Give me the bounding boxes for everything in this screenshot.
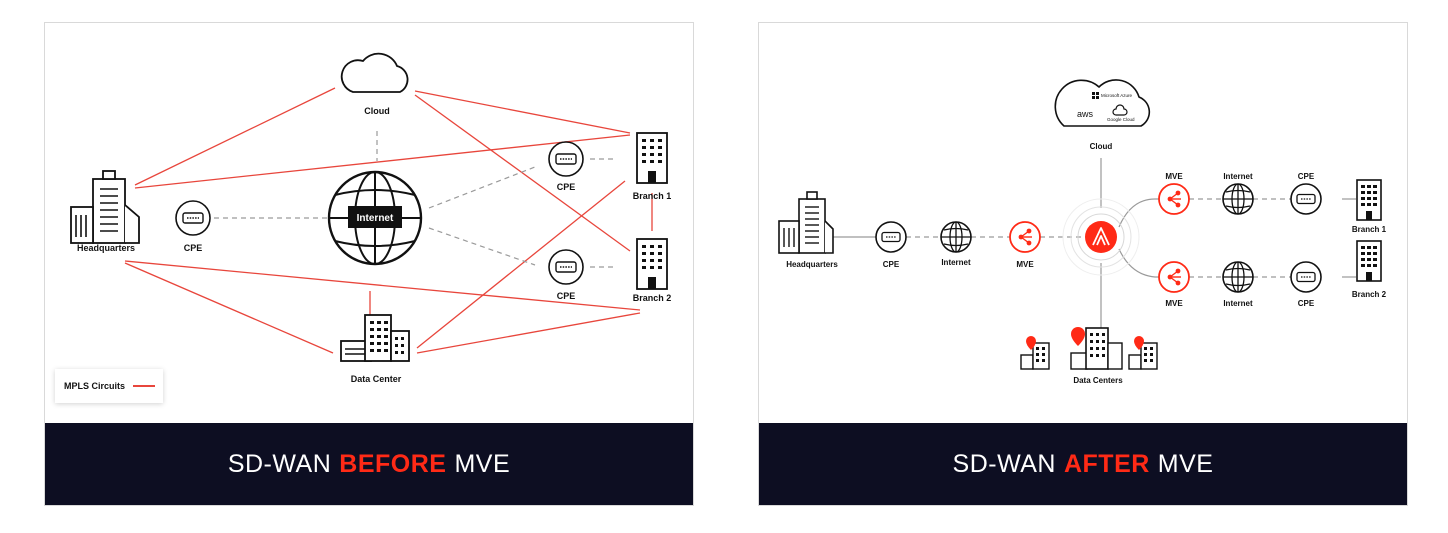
banner-suffix: MVE (1157, 449, 1214, 478)
internet-dashed-links (205, 131, 617, 268)
headquarters-icon (70, 170, 140, 244)
after-mve-top-icon (1158, 183, 1190, 215)
cpe-branch1-icon (548, 141, 584, 177)
cpe-hq-icon (175, 200, 211, 236)
after-cpe-bottom-label: CPE (1298, 299, 1315, 308)
legend-label: MPLS Circuits (64, 381, 126, 391)
after-branch1-label: Branch 1 (1352, 225, 1387, 234)
banner-prefix: SD-WAN (952, 449, 1056, 478)
cpe-branch2-icon (548, 249, 584, 285)
mpls-circuit-lines (124, 87, 653, 354)
after-mve-bottom-icon (1158, 261, 1190, 293)
cpe-hq-label: CPE (184, 243, 203, 253)
cloud-providers-icon (1054, 79, 1151, 127)
megaport-hub-icon (1062, 198, 1140, 276)
after-cpe-top-icon (1290, 183, 1322, 215)
internet-globe-icon (327, 170, 423, 266)
mpls-legend: MPLS Circuits (55, 369, 163, 403)
after-cpe-bottom-icon (1290, 261, 1322, 293)
cloud-label: Cloud (364, 106, 390, 116)
after-internet-top-label: Internet (1223, 172, 1253, 181)
after-cpe-hq-label: CPE (883, 260, 900, 269)
data-center-icon (340, 314, 410, 362)
after-internet-hq-label: Internet (941, 258, 971, 267)
after-branch1-icon (1356, 179, 1382, 221)
after-internet-bottom-icon (1222, 261, 1254, 293)
after-mve-bottom-label: MVE (1165, 299, 1183, 308)
after-mve-top-label: MVE (1165, 172, 1183, 181)
banner-highlight: BEFORE (339, 449, 447, 478)
legend-swatch (133, 385, 156, 387)
data-center-label: Data Center (351, 374, 402, 384)
internet-label: Internet (357, 213, 394, 224)
data-centers-icon (1020, 327, 1158, 370)
after-cpe-hq-icon (875, 221, 907, 253)
after-mve-hq-icon (1009, 221, 1041, 253)
after-diagram: Microsoft Azure aws Google Cloud Cloud H… (778, 79, 1387, 385)
after-cloud-label: Cloud (1090, 142, 1113, 151)
cpe-branch1-label: CPE (557, 182, 576, 192)
cloud-google-label: Google Cloud (1107, 117, 1135, 122)
after-dashed-links (906, 198, 1291, 278)
cloud-icon (340, 52, 409, 93)
before-diagram-panel: Cloud Headquarters CPE (44, 22, 694, 506)
after-banner: SD-WAN AFTER MVE (759, 423, 1407, 505)
banner-highlight: AFTER (1063, 449, 1150, 478)
after-headquarters-icon (778, 191, 834, 254)
branch2-building-icon (636, 238, 668, 290)
after-connection-lines (831, 158, 1356, 328)
branch1-label: Branch 1 (633, 191, 672, 201)
cpe-branch2-label: CPE (557, 291, 576, 301)
after-diagram-panel: Microsoft Azure aws Google Cloud Cloud H… (758, 22, 1408, 506)
before-diagram: Cloud Headquarters CPE (70, 52, 672, 384)
branch1-building-icon (636, 132, 668, 184)
after-branch2-icon (1356, 240, 1382, 282)
data-centers-label: Data Centers (1073, 376, 1123, 385)
before-banner: SD-WAN BEFORE MVE (45, 423, 693, 505)
after-branch2-label: Branch 2 (1352, 290, 1387, 299)
after-mve-hq-label: MVE (1016, 260, 1034, 269)
headquarters-label: Headquarters (77, 243, 135, 253)
after-internet-hq-icon (940, 221, 972, 253)
cloud-aws-label: aws (1077, 109, 1094, 119)
banner-suffix: MVE (454, 449, 511, 478)
branch2-label: Branch 2 (633, 293, 672, 303)
after-internet-top-icon (1222, 183, 1254, 215)
after-internet-bottom-label: Internet (1223, 299, 1253, 308)
after-headquarters-label: Headquarters (786, 260, 838, 269)
banner-prefix: SD-WAN (227, 449, 332, 478)
cloud-azure-label: Microsoft Azure (1101, 93, 1133, 98)
after-cpe-top-label: CPE (1298, 172, 1315, 181)
